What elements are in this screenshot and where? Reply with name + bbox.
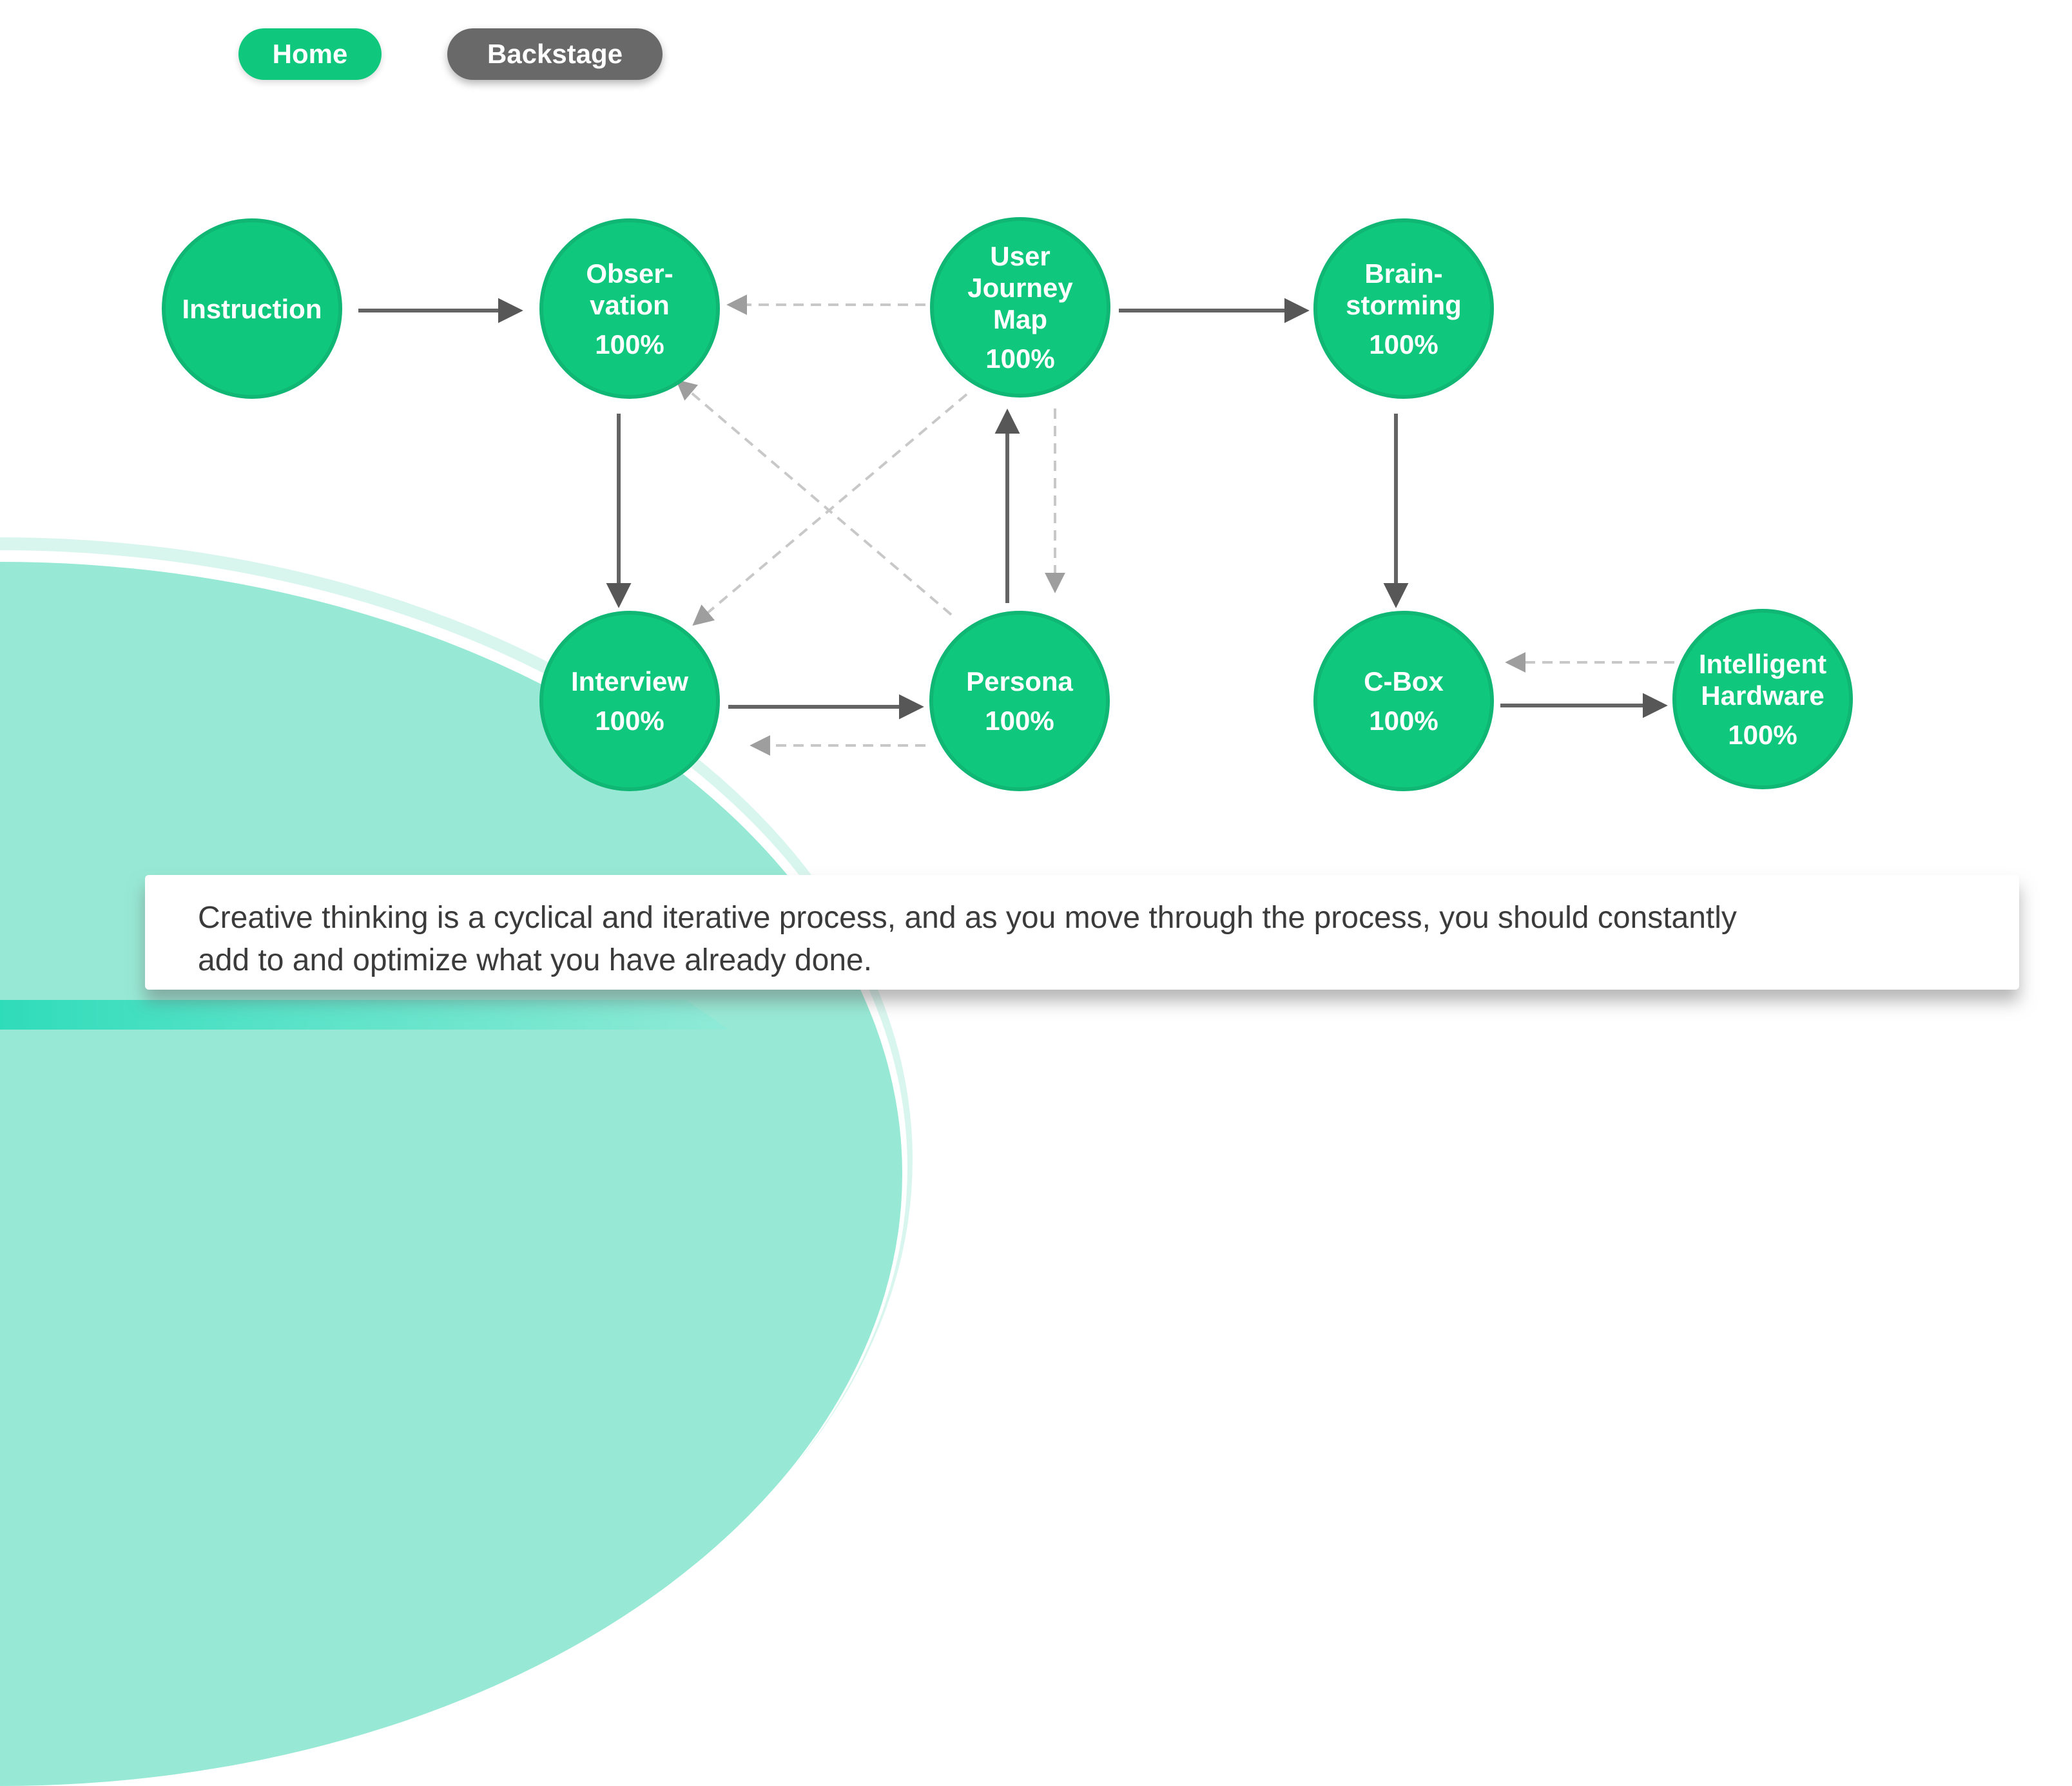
dashed-arrow-user-journey-map-to-interview — [692, 393, 968, 626]
backstage-button[interactable]: Backstage — [447, 28, 663, 80]
home-button[interactable]: Home — [238, 28, 382, 80]
node-percent: 100% — [595, 706, 664, 736]
node-interview[interactable]: Interview 100% — [539, 611, 720, 791]
home-button-label: Home — [272, 39, 348, 69]
node-brainstorming[interactable]: Brain- storming 100% — [1313, 218, 1494, 399]
node-observation[interactable]: Obser- vation 100% — [539, 218, 720, 399]
node-persona[interactable]: Persona 100% — [929, 611, 1110, 791]
node-instruction[interactable]: Instruction — [162, 218, 342, 399]
bottom-edge-teal-sliver — [0, 1000, 730, 1030]
diagram-arrow-layer — [358, 294, 1674, 756]
node-label-line: vation — [590, 289, 670, 320]
note-text: Creative thinking is a cyclical and iter… — [145, 875, 2019, 982]
node-user-journey-map[interactable]: User Journey Map 100% — [930, 217, 1110, 398]
node-label-line: Interview — [570, 666, 689, 696]
node-label-line: Obser- — [586, 258, 673, 289]
node-label-line: Instruction — [182, 293, 322, 324]
node-percent: 100% — [1728, 719, 1797, 750]
node-label-line: User — [990, 241, 1051, 271]
note-text-line-1: Creative thinking is a cyclical and iter… — [198, 901, 1737, 935]
node-percent: 100% — [595, 329, 664, 360]
node-label-line: C-Box — [1364, 666, 1444, 696]
node-label-line: storming — [1346, 289, 1462, 320]
node-label-line: Brain- — [1364, 258, 1443, 289]
node-c-box[interactable]: C-Box 100% — [1313, 611, 1494, 791]
node-label-line: Journey — [967, 273, 1073, 303]
node-label-line: Intelligent — [1698, 648, 1827, 679]
node-intelligent-hardware[interactable]: Intelligent Hardware 100% — [1672, 609, 1853, 789]
node-label-line: Map — [993, 304, 1047, 334]
dashed-arrow-persona-to-observation — [675, 379, 953, 616]
node-percent: 100% — [1369, 329, 1438, 360]
node-percent: 100% — [985, 343, 1055, 374]
node-label-line: Persona — [966, 666, 1073, 696]
node-label-line: Hardware — [1701, 680, 1825, 711]
note-text-line-2: add to and optimize what you have alread… — [198, 943, 873, 977]
backstage-button-label: Backstage — [487, 39, 623, 69]
node-percent: 100% — [1369, 706, 1438, 736]
node-percent: 100% — [985, 706, 1054, 736]
note-panel: Creative thinking is a cyclical and iter… — [145, 875, 2019, 990]
